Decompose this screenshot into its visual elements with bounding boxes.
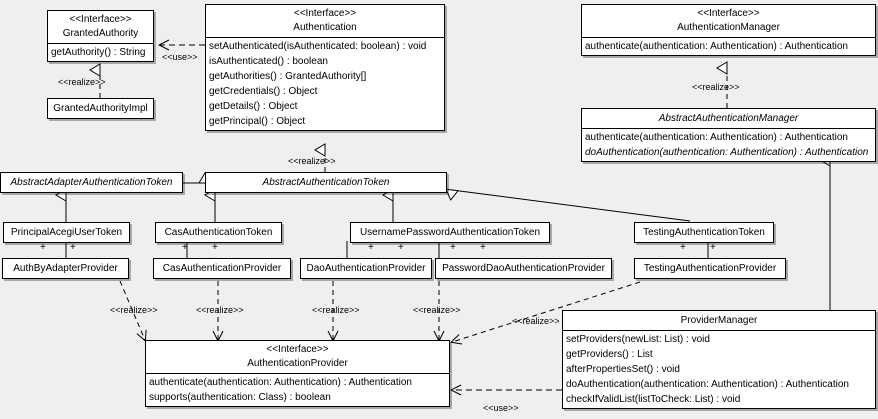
operation-row: setAuthenticated(isAuthenticated: boolea… (209, 41, 427, 52)
class-name: GrantedAuthorityImpl (53, 103, 148, 114)
class-granted-authority-impl[interactable]: GrantedAuthorityImpl (47, 98, 154, 119)
edge-label-realize-authbyadapterprovider: <<realize>> (110, 305, 158, 315)
edge-label-realize-passworddaoauthenticationprovider: <<realize>> (413, 305, 461, 315)
class-abstract-adapter-authentication-token[interactable]: AbstractAdapterAuthenticationToken (0, 172, 183, 193)
operation-row: getAuthorities() : GrantedAuthority[] (209, 71, 367, 82)
operation-row: getCredentials() : Object (209, 86, 318, 97)
class-dao-authentication-provider[interactable]: DaoAuthenticationProvider (300, 258, 432, 279)
class-auth-by-adapter-provider[interactable]: AuthByAdapterProvider (2, 258, 129, 279)
compartment-divider (582, 128, 875, 129)
operation-row: getPrincipal() : Object (209, 116, 306, 127)
operations-compartment: setProviders(newList: List) : void getPr… (563, 331, 875, 408)
class-principal-acegi-user-token[interactable]: PrincipalAcegiUserToken (3, 222, 130, 243)
class-name: TestingAuthenticationProvider (643, 263, 777, 274)
stereotype-label: <<Interface>> (266, 344, 329, 355)
class-name: AbstractAdapterAuthenticationToken (10, 177, 173, 188)
class-authentication[interactable]: <<Interface>> Authentication setAuthenti… (205, 4, 445, 131)
class-testing-authentication-provider[interactable]: TestingAuthenticationProvider (634, 258, 786, 279)
association-multiplicity-plus: + (680, 242, 686, 253)
operation-row: setProviders(newList: List) : void (566, 334, 710, 345)
association-multiplicity-plus: + (212, 242, 218, 253)
class-header: <<Interface>> Authentication (206, 5, 444, 37)
class-provider-manager[interactable]: ProviderManager setProviders(newList: Li… (562, 310, 876, 409)
class-name: UsernamePasswordAuthenticationToken (359, 227, 541, 238)
class-abstract-authentication-manager[interactable]: AbstractAuthenticationManager authentica… (581, 108, 876, 162)
class-name: AuthenticationManager (677, 22, 780, 33)
operation-row: getProviders() : List (566, 349, 653, 360)
compartment-divider (146, 373, 449, 374)
association-multiplicity-plus: + (450, 242, 456, 253)
class-name: PasswordDaoAuthenticationProvider (442, 263, 605, 274)
class-name: ProviderManager (680, 315, 758, 326)
class-cas-authentication-provider[interactable]: CasAuthenticationProvider (153, 258, 291, 279)
operation-row: doAuthentication(authentication: Authent… (585, 147, 869, 158)
operation-row: supports(authentication: Class) : boolea… (149, 392, 331, 403)
class-name: TestingAuthenticationToken (643, 227, 765, 238)
edge-label-use-providermanager-authenticationprovider: <<use>> (483, 403, 519, 413)
association-multiplicity-plus: + (182, 242, 188, 253)
compartment-divider (563, 330, 875, 331)
operation-row: checkIfValidList(listToCheck: List) : vo… (566, 394, 741, 405)
association-multiplicity-plus: + (398, 242, 404, 253)
stereotype-label: <<Interface>> (293, 8, 357, 19)
association-multiplicity-plus: + (480, 242, 486, 253)
class-name: AuthenticationProvider (247, 358, 348, 369)
class-authentication-manager[interactable]: <<Interface>> AuthenticationManager auth… (581, 4, 876, 56)
class-testing-authentication-token[interactable]: TestingAuthenticationToken (634, 222, 774, 243)
association-multiplicity-plus: + (70, 242, 76, 253)
edge-label-realize-abstractauthenticationtoken: <<realize>> (288, 156, 336, 166)
operation-row: authenticate(authentication: Authenticat… (585, 132, 848, 143)
class-header: AbstractAuthenticationManager (582, 109, 875, 128)
operation-row: getAuthority() : String (51, 47, 146, 58)
association-multiplicity-plus: + (368, 242, 374, 253)
operations-compartment: authenticate(authentication: Authenticat… (146, 374, 449, 406)
class-header: <<Interface>> AuthenticationManager (582, 5, 875, 37)
operation-row: doAuthentication(authentication: Authent… (566, 379, 849, 390)
compartment-divider (582, 37, 875, 38)
operation-row: isAuthenticated() : boolean (209, 56, 328, 67)
stereotype-label: <<Interface>> (69, 14, 132, 25)
class-granted-authority[interactable]: <<Interface>> GrantedAuthority getAuthor… (47, 10, 154, 62)
class-header: <<Interface>> GrantedAuthority (48, 11, 153, 43)
class-abstract-authentication-token[interactable]: AbstractAuthenticationToken (205, 172, 447, 193)
edge-label-use-authentication-grantedauthority: <<use>> (162, 52, 198, 62)
class-name: PrincipalAcegiUserToken (10, 227, 123, 238)
edge-label-realize-casauthenticationprovider: <<realize>> (196, 305, 244, 315)
class-username-password-authentication-token[interactable]: UsernamePasswordAuthenticationToken (350, 222, 550, 243)
association-multiplicity-plus: + (710, 242, 716, 253)
class-name: DaoAuthenticationProvider (306, 263, 426, 274)
class-name: AuthByAdapterProvider (13, 263, 118, 274)
compartment-divider (206, 37, 444, 38)
edge-label-realize-daoauthenticationprovider: <<realize>> (312, 305, 360, 315)
operation-row: authenticate(authentication: Authenticat… (585, 41, 848, 52)
class-header: ProviderManager (563, 311, 875, 330)
association-multiplicity-plus: + (40, 242, 46, 253)
class-name: AbstractAuthenticationToken (262, 177, 390, 188)
class-cas-authentication-token[interactable]: CasAuthenticationToken (155, 222, 282, 243)
class-name: CasAuthenticationToken (164, 227, 273, 238)
class-name: Authentication (293, 22, 357, 33)
operations-compartment: authenticate(authentication: Authenticat… (582, 129, 875, 161)
class-authentication-provider[interactable]: <<Interface>> AuthenticationProvider aut… (145, 340, 450, 407)
operation-row: authenticate(authentication: Authenticat… (149, 377, 412, 388)
operation-row: afterPropertiesSet() : void (566, 364, 680, 375)
class-name: GrantedAuthority (62, 28, 139, 39)
class-name: CasAuthenticationProvider (162, 263, 282, 274)
edge-label-realize-providermanager: <<realize>> (512, 316, 560, 326)
compartment-divider (48, 43, 153, 44)
operation-row: getDetails() : Object (209, 101, 298, 112)
edge-label-realize-authenticationmanager: <<realize>> (692, 82, 740, 92)
operations-compartment: getAuthority() : String (48, 44, 153, 61)
class-header: <<Interface>> AuthenticationProvider (146, 341, 449, 373)
class-name: AbstractAuthenticationManager (658, 113, 799, 124)
edge-testingauthenticationtoken-extends-abstracttoken (445, 188, 691, 222)
association-connectors (65, 241, 709, 258)
class-password-dao-authentication-provider[interactable]: PasswordDaoAuthenticationProvider (435, 258, 612, 279)
stereotype-label: <<Interface>> (697, 8, 760, 19)
operations-compartment: authenticate(authentication: Authenticat… (582, 38, 875, 55)
edge-label-realize-grantedauthorityimpl: <<realize>> (58, 77, 106, 87)
operations-compartment: setAuthenticated(isAuthenticated: boolea… (206, 38, 444, 130)
